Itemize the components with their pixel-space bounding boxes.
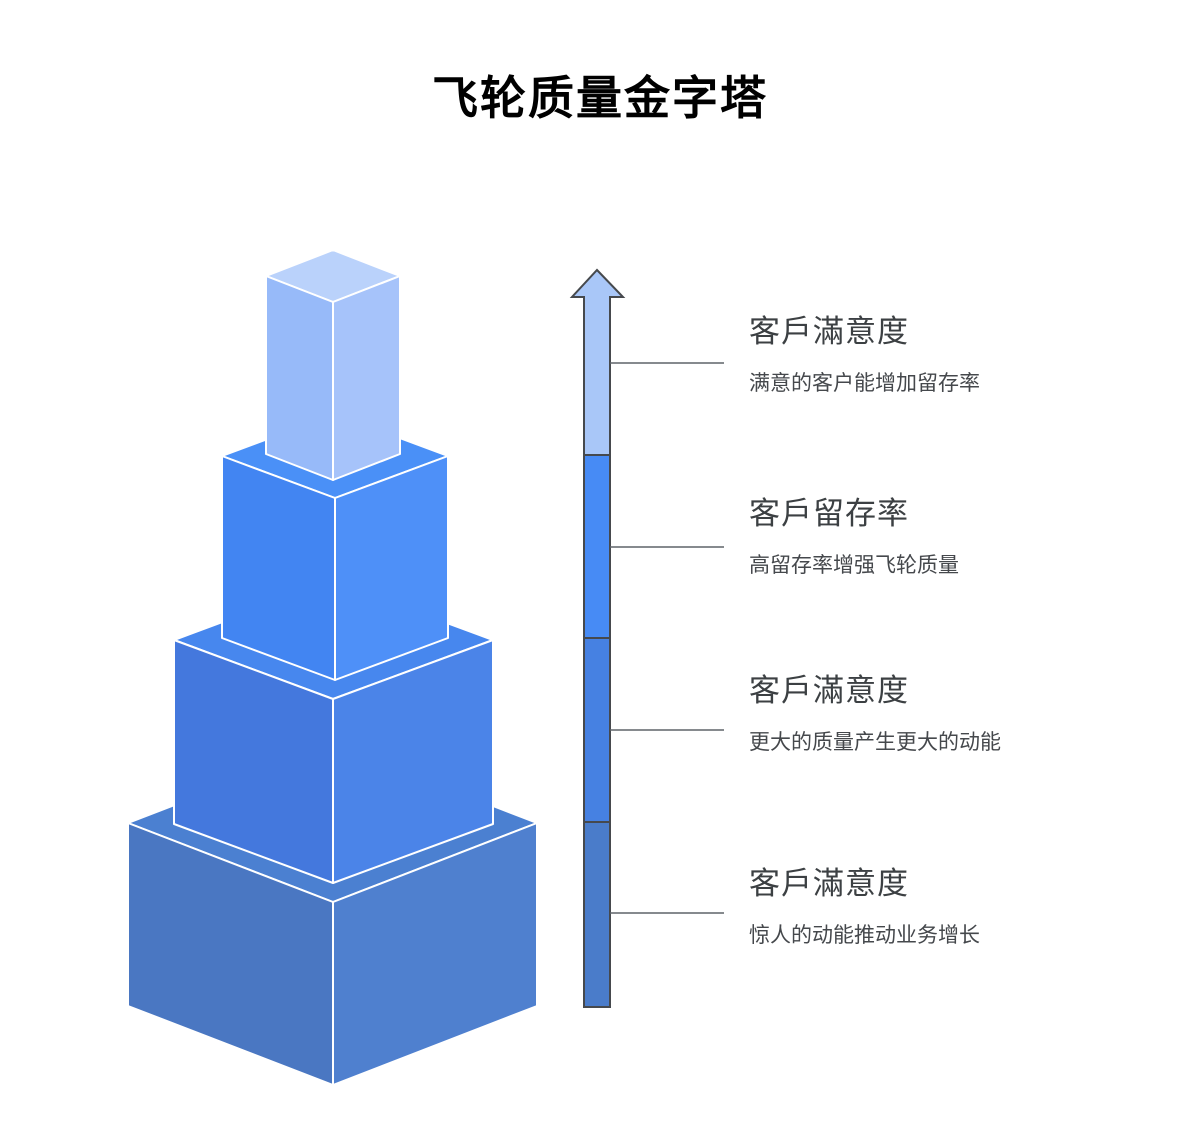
level-1-label-group: 客戶滿意度 满意的客户能增加留存率 <box>749 312 1169 398</box>
level-4-label-group: 客戶滿意度 惊人的动能推动业务增长 <box>749 864 1169 950</box>
arrow-axis <box>569 268 626 1008</box>
block-4-right-face <box>332 822 538 1086</box>
block-1-right-face <box>332 275 401 481</box>
level-4-heading: 客戶滿意度 <box>749 866 909 901</box>
pyramid-block-1 <box>265 249 401 481</box>
level-2-heading: 客戶留存率 <box>749 496 909 531</box>
level-3-heading: 客戶滿意度 <box>749 673 909 708</box>
level-1-description: 满意的客户能增加留存率 <box>749 372 980 395</box>
connector-lines <box>610 362 724 914</box>
level-1-heading: 客戶滿意度 <box>749 314 909 349</box>
block-1-left-face <box>265 275 334 481</box>
level-4-description: 惊人的动能推动业务增长 <box>749 924 980 947</box>
level-3-description: 更大的质量产生更大的动能 <box>749 731 1001 754</box>
block-3-right-face <box>332 639 494 884</box>
arrow-segment-2 <box>583 454 611 639</box>
level-2-description: 高留存率增强飞轮质量 <box>749 554 959 577</box>
block-2-right-face <box>334 455 449 681</box>
pyramid-block-3 <box>173 580 494 884</box>
arrow-segment-3 <box>583 637 611 823</box>
page-title: 飞轮质量金字塔 <box>432 72 768 124</box>
level-2-label-group: 客戶留存率 高留存率增强飞轮质量 <box>749 494 1169 580</box>
level-3-label-group: 客戶滿意度 更大的质量产生更大的动能 <box>749 671 1169 757</box>
arrow-segment-4 <box>583 821 611 1008</box>
